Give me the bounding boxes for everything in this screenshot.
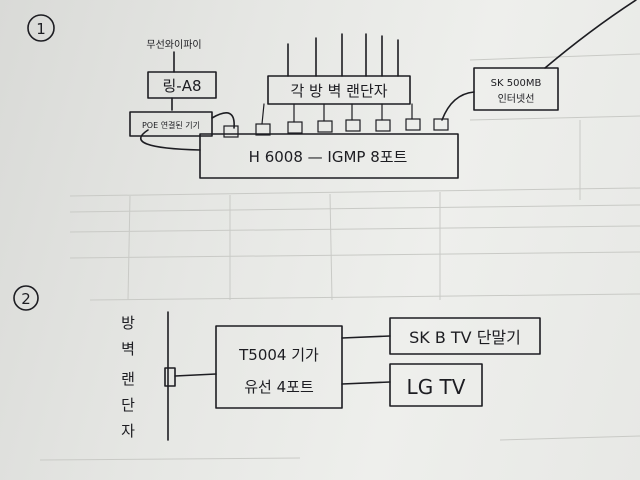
wall-jack-port xyxy=(164,367,176,387)
switch-port xyxy=(345,119,361,132)
router-label: 링-A8 xyxy=(162,77,201,95)
section-2-number-circle xyxy=(13,285,39,311)
switch-port xyxy=(433,118,449,131)
room-jacks-label: 각 방 벽 랜단자 xyxy=(290,82,387,100)
switch-label: H 6008 — IGMP 8포트 xyxy=(249,148,408,166)
tv-label: LG TV xyxy=(407,375,466,399)
section-1: 1 무선와이파이 링-A8 POE 연결된 기기 H 6008 — IGMP 8… xyxy=(27,0,637,179)
section-1-number: 1 xyxy=(36,20,46,38)
wall-jack-char: 자 xyxy=(121,422,135,440)
wall-jack-char: 랜 xyxy=(121,370,135,388)
switch-ports xyxy=(223,118,449,138)
switch-port xyxy=(255,123,271,136)
section-2-number: 2 xyxy=(21,290,31,308)
isp-label-line1: SK 500MB xyxy=(491,78,542,89)
switch-port xyxy=(223,125,239,138)
isp-to-switch-line xyxy=(441,91,475,121)
switch-to-settop-line xyxy=(341,335,391,339)
room-to-port-lines xyxy=(261,103,413,125)
isp-box xyxy=(473,67,559,111)
wall-jack-char: 벽 xyxy=(121,340,135,358)
t5004-label-line1: T5004 기가 xyxy=(238,346,319,364)
switch-to-tv-line xyxy=(341,381,391,385)
poe-device-label: POE 연결된 기기 xyxy=(142,120,200,130)
settop-label: SK B TV 단말기 xyxy=(409,328,521,347)
switch-port xyxy=(375,119,391,132)
poe-to-switch-line xyxy=(140,129,201,151)
t5004-label-line2: 유선 4포트 xyxy=(244,378,314,396)
jack-to-switch-line xyxy=(174,373,217,377)
router-box xyxy=(147,71,217,99)
router-to-switch-curve xyxy=(211,112,235,129)
background-printed-form xyxy=(39,53,640,461)
switch-port xyxy=(287,121,303,134)
isp-label-line2: 인터넷선 xyxy=(498,93,535,105)
isp-incoming-cable xyxy=(544,0,637,69)
poe-device-box xyxy=(129,111,213,137)
t5004-switch-box xyxy=(215,325,343,409)
section-2: 2 방 벽 랜 단 자 T5004 기가 유선 4포트 SK B TV 단말기 … xyxy=(13,285,541,441)
tv-box xyxy=(389,363,483,407)
wall-jack-char: 방 xyxy=(121,314,135,332)
switch-port xyxy=(405,118,421,131)
settop-box xyxy=(389,317,541,355)
wifi-label: 무선와이파이 xyxy=(146,39,201,51)
wall-jack-char: 단 xyxy=(121,396,135,414)
room-jacks-box xyxy=(267,75,411,105)
switch-box xyxy=(199,133,459,179)
room-cable-lines xyxy=(287,33,399,77)
section-1-number-circle xyxy=(27,14,55,42)
switch-port xyxy=(317,120,333,133)
